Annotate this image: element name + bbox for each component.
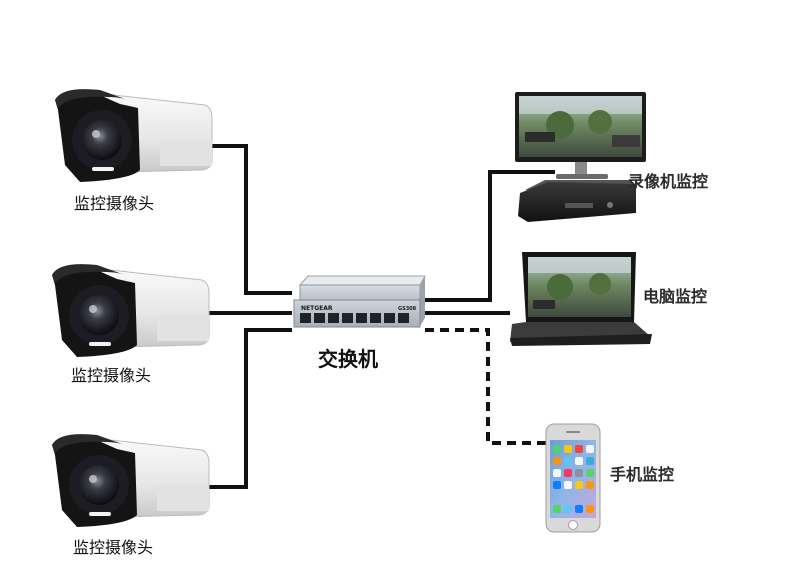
link-phone: [425, 328, 548, 445]
link-camera-1: [208, 144, 292, 295]
phone-label: 手机监控: [610, 465, 675, 484]
home-button-icon: [568, 520, 578, 530]
link-camera-3: [208, 328, 292, 489]
security-camera-1: [55, 89, 213, 182]
switch-brand: NETGEAR: [301, 305, 333, 312]
dvr-label: 录像机监控: [628, 172, 709, 191]
switch-ports: [300, 313, 409, 323]
dvr-recorder: [518, 180, 636, 222]
device-links: [425, 170, 555, 445]
network-switch: NETGEAR GS308: [293, 275, 426, 328]
switch-label: 交换机: [318, 347, 378, 371]
smartphone: [545, 423, 601, 533]
camera-2-label: 监控摄像头: [71, 366, 152, 385]
monitor: [515, 92, 646, 179]
switch-model: GS308: [398, 306, 417, 312]
laptop-label: 电脑监控: [643, 287, 708, 306]
security-camera-2: [52, 264, 210, 357]
camera-3-label: 监控摄像头: [73, 538, 154, 557]
security-camera-3: [52, 434, 210, 527]
laptop: [510, 252, 652, 346]
link-dvr: [425, 170, 555, 302]
camera-1-label: 监控摄像头: [74, 194, 155, 213]
camera-links: [208, 144, 292, 489]
